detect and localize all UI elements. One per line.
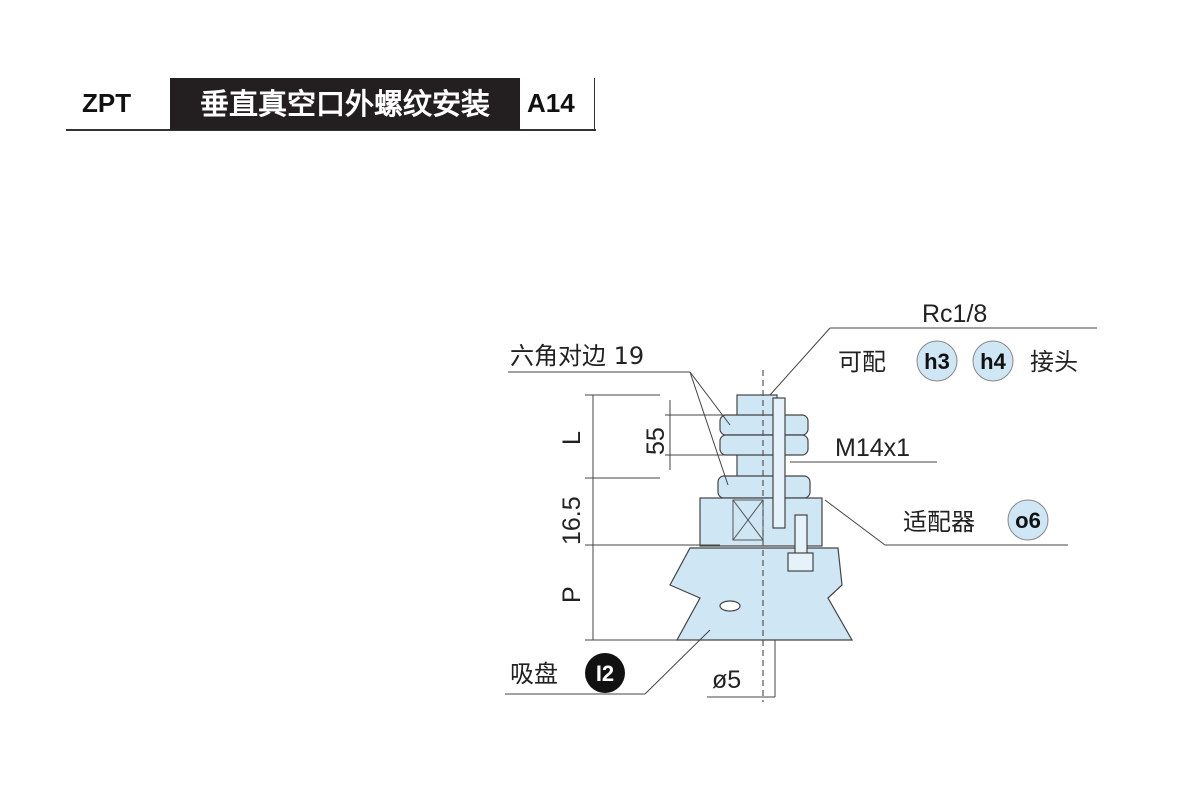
port-thread-label: Rc1/8 <box>922 300 987 328</box>
header-divider <box>594 78 595 130</box>
dimension-lines <box>505 327 1097 698</box>
adapter-label: 适配器 <box>903 508 975 536</box>
pipe <box>772 397 786 529</box>
vent-hole <box>719 600 741 612</box>
thread-label: M14x1 <box>835 434 910 462</box>
hex-nut-lower <box>719 434 809 456</box>
bolt <box>794 514 808 556</box>
fitting-suffix: 接头 <box>1030 348 1078 376</box>
dim-diameter: ø5 <box>712 666 741 694</box>
pad-code: I2 <box>596 661 614 686</box>
fitting-bubble-h4 <box>972 340 1014 382</box>
pad-bubble <box>585 653 625 693</box>
adapter-code: o6 <box>1015 508 1041 533</box>
fitting-code-h3: h3 <box>924 349 950 374</box>
dim-16-5: 16.5 <box>558 496 586 545</box>
part-body <box>669 394 854 641</box>
series-code: ZPT <box>82 88 132 118</box>
bolt-head <box>787 552 814 572</box>
adapter-bubble <box>1007 499 1049 541</box>
fitting-code-h4: h4 <box>980 349 1006 374</box>
hex-nut-upper <box>719 414 809 436</box>
hex-label: 六角对边 19 <box>510 342 644 370</box>
suction-cup <box>669 547 854 641</box>
dim-55: 55 <box>642 427 670 455</box>
pad-label: 吸盘 <box>510 660 558 688</box>
page-title: 垂直真空口外螺纹安装 <box>170 78 520 130</box>
dim-L: L <box>558 431 586 445</box>
fitting-bubble-h3 <box>916 340 958 382</box>
header-underline <box>66 129 596 131</box>
dim-P: P <box>558 586 586 603</box>
page-code: A14 <box>527 88 575 118</box>
hex-base <box>717 475 811 499</box>
fitting-prefix: 可配 <box>838 348 886 376</box>
